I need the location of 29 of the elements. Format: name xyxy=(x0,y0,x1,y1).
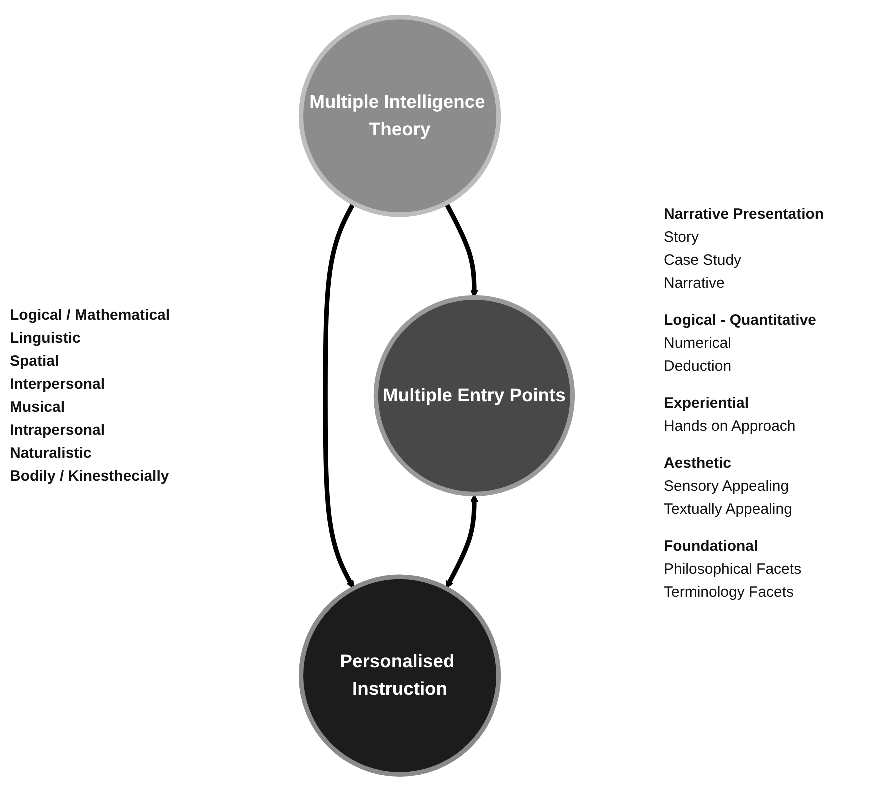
arrow xyxy=(444,202,478,298)
node-circle: Multiple Intelligence Theory xyxy=(298,15,502,218)
intelligence-label: Logical / Mathematical xyxy=(10,307,172,324)
intelligence-label: Intrapersonal xyxy=(10,422,106,439)
entry-point-item: Hands on Approach xyxy=(664,418,797,434)
arrow xyxy=(446,494,478,589)
intelligence-label: Naturalistic xyxy=(10,445,93,462)
entry-point-heading: Aesthetic xyxy=(664,454,733,472)
intelligence-label: Musical xyxy=(10,399,66,416)
intelligence-label: Spatial xyxy=(10,353,60,370)
arrow xyxy=(323,202,356,589)
entry-point-heading: Experiential xyxy=(664,394,750,412)
entry-point-item: Deduction xyxy=(664,358,733,374)
intelligence-label: Interpersonal xyxy=(10,376,106,393)
intelligence-label: Bodily / Kinesthecially xyxy=(10,468,170,485)
entry-point-item: Narrative xyxy=(664,274,726,292)
entry-point-item: Terminology Facets xyxy=(664,584,796,600)
node-circle: Personalised Instruction xyxy=(298,574,502,777)
entry-point-item: Textually Appealing xyxy=(664,500,794,518)
entry-point-item: Story xyxy=(664,228,700,246)
entry-point-item: Sensory Appealing xyxy=(664,478,790,494)
entry-point-heading: Foundational xyxy=(664,538,760,554)
entry-point-item: Philosophical Facets xyxy=(664,560,803,578)
entry-point-item: Case Study xyxy=(664,252,743,268)
node-circle: Multiple Entry Points xyxy=(374,295,576,497)
entry-point-item: Numerical xyxy=(664,334,733,352)
entry-point-heading: Narrative Presentation xyxy=(664,206,826,222)
intelligence-label: Linguistic xyxy=(10,330,82,347)
entry-point-heading: Logical - Quantitative xyxy=(664,312,818,328)
